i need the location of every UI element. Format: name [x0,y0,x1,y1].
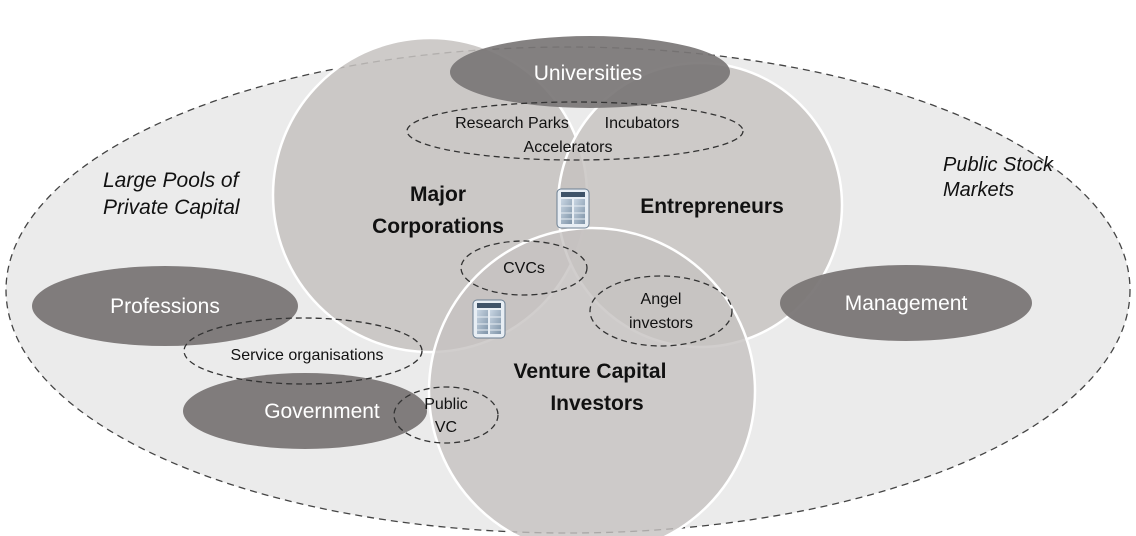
entrepreneurs-label: Entrepreneurs [640,195,784,218]
service-organisations-oval [183,317,423,385]
management-oval [780,265,1032,341]
management-label: Management [845,292,968,315]
universities-oval [450,36,730,108]
angel-investors-label-line2: investors [629,315,693,332]
venture-capital-label-line1: Venture Capital [514,360,667,383]
public-vc-oval [393,386,499,444]
major-corporations-label-line1: Major [410,183,466,206]
building-icon [472,299,506,339]
large-pools-label-line2: Private Capital [103,196,241,219]
government-label: Government [264,400,380,423]
public-stock-markets-label-line2: Markets [943,179,1014,201]
public-vc-label-line2: VC [435,419,457,436]
government-oval [183,373,427,449]
public-vc-label-line1: Public [424,396,468,413]
professions-oval [32,266,298,346]
public-stock-markets-label-line1: Public Stock [943,154,1054,176]
research-parks-oval [406,101,744,161]
building-icon [556,188,590,229]
venture-capital-circle [427,226,757,536]
angel-investors-oval [589,275,733,347]
research-parks-label: Research Parks [455,115,569,132]
accelerators-label: Accelerators [524,139,613,156]
cvcs-oval [460,240,588,296]
professions-label: Professions [110,295,220,318]
angel-investors-label-line1: Angel [641,291,682,308]
cvcs-label: CVCs [503,260,545,277]
venture-capital-label-line2: Investors [550,392,643,415]
major-corporations-label-line2: Corporations [372,215,504,238]
service-organisations-label: Service organisations [231,347,384,364]
universities-label: Universities [534,62,643,85]
incubators-label: Incubators [605,115,680,132]
large-pools-label-line1: Large Pools of [103,169,241,192]
